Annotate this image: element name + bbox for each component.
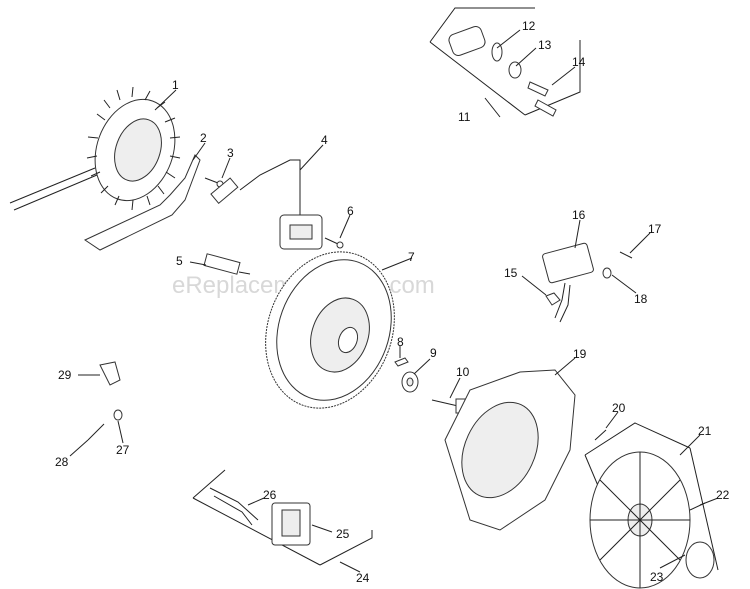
key-part: [394, 357, 409, 367]
callout-13: 13: [538, 38, 552, 52]
callout-19: 19: [573, 347, 587, 361]
ground-bracket-part: [83, 154, 201, 251]
screw-20-part: [594, 429, 607, 441]
callout-7: 7: [408, 250, 415, 264]
callout-22: 22: [716, 488, 730, 502]
screw-28-part: [87, 423, 105, 441]
callout-14: 14: [572, 55, 586, 69]
grass-screen-part: [589, 451, 715, 589]
callout-labels: 1 2 3 4 5 6 7 8 9 10 11 12 13 14 15 16 1…: [55, 19, 730, 585]
fan-part: [444, 369, 576, 531]
screw-17-part: [619, 251, 633, 259]
key-switch-part: [448, 26, 557, 117]
stator-part: [9, 86, 181, 211]
callout-15: 15: [504, 266, 518, 280]
kit-frame-21: [584, 422, 691, 456]
callout-17: 17: [648, 222, 662, 236]
flywheel-part: [265, 251, 395, 409]
kit-frame-11: [429, 7, 535, 43]
callout-18: 18: [634, 292, 648, 306]
callout-1: 1: [172, 78, 179, 92]
washer-27-part: [113, 409, 123, 421]
callout-16: 16: [572, 208, 586, 222]
ignition-module-part: [210, 159, 323, 250]
nut-15-part: [545, 292, 561, 306]
callout-5: 5: [176, 254, 183, 268]
callout-26: 26: [263, 488, 277, 502]
callout-9: 9: [430, 346, 437, 360]
kit-frame-24: [192, 469, 226, 499]
callout-29: 29: [58, 368, 72, 382]
washer-18-part: [602, 267, 612, 279]
clip-29-part: [99, 361, 121, 386]
callout-28: 28: [55, 455, 69, 469]
callout-2: 2: [200, 131, 207, 145]
rectifier-part: [209, 487, 311, 546]
screw-3-part: [204, 177, 224, 188]
callout-4: 4: [321, 133, 328, 147]
callout-12: 12: [522, 19, 536, 33]
callout-23: 23: [650, 570, 664, 584]
callout-27: 27: [116, 443, 130, 457]
regulator-part: [542, 242, 594, 323]
screw-6-part: [324, 237, 344, 249]
callout-20: 20: [612, 401, 626, 415]
callout-6: 6: [347, 204, 354, 218]
callout-8: 8: [397, 335, 404, 349]
callout-11: 11: [458, 110, 471, 124]
callout-10: 10: [456, 365, 470, 379]
washer-9-part: [401, 371, 419, 393]
leader-lines: [69, 29, 719, 573]
callout-21: 21: [698, 424, 712, 438]
callout-24: 24: [356, 571, 370, 585]
spark-plug-part: [203, 253, 251, 275]
callout-25: 25: [336, 527, 350, 541]
callout-3: 3: [227, 146, 234, 160]
